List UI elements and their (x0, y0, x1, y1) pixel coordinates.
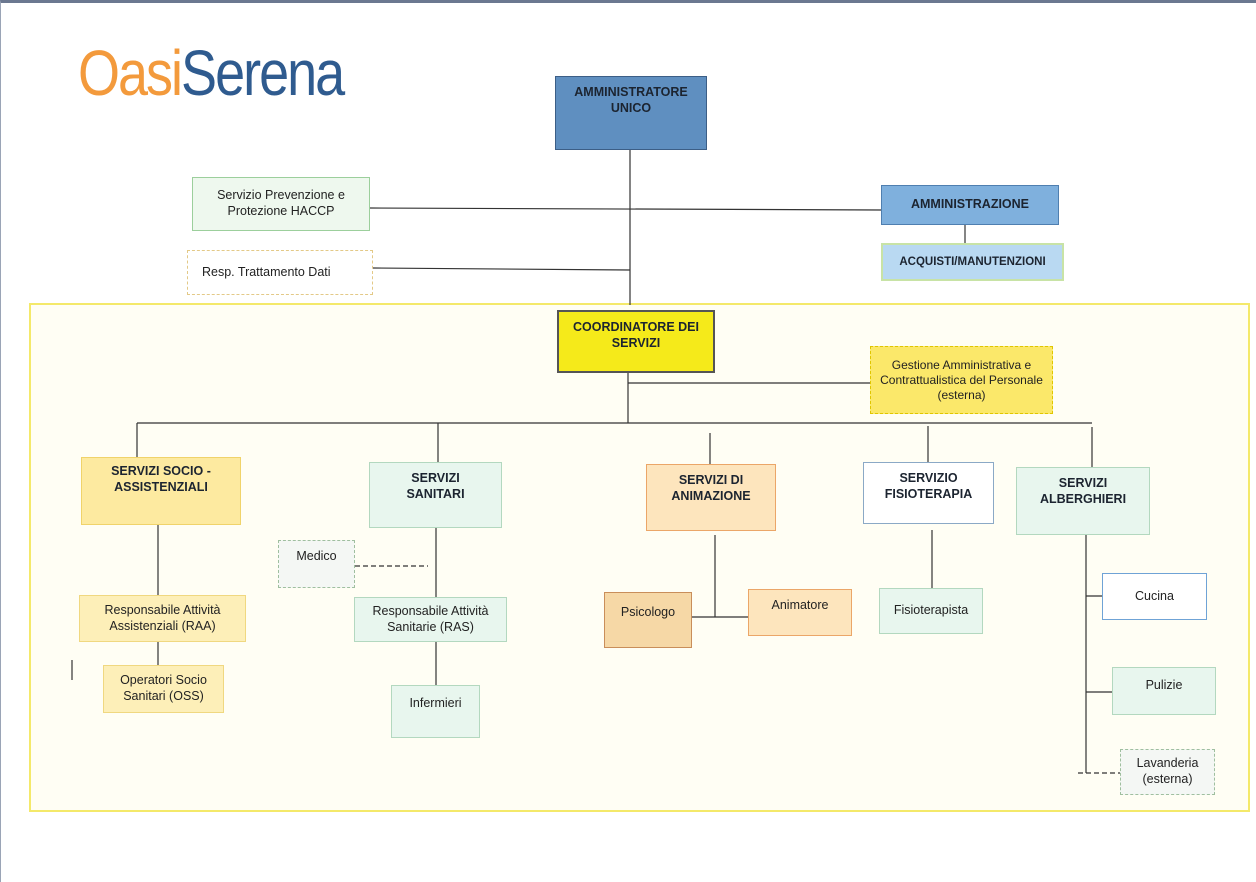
node-acquisti-manutenzioni: ACQUISTI/MANUTENZIONI (881, 243, 1064, 281)
node-amministrazione: AMMINISTRAZIONE (881, 185, 1059, 225)
node-coordinatore-servizi: COORDINATORE DEI SERVIZI (557, 310, 715, 373)
connector-trattamento (372, 267, 631, 271)
node-servizi-sanitari: SERVIZI SANITARI (369, 462, 502, 528)
node-servizio-prevenzione: Servizio Prevenzione e Protezione HACCP (192, 177, 370, 231)
logo-part-serena: Serena (181, 38, 345, 110)
logo-part-oasi: Oasi (78, 38, 183, 110)
node-animatore: Animatore (748, 589, 852, 636)
node-servizi-socio-assistenziali: SERVIZI SOCIO - ASSISTENZIALI (81, 457, 241, 525)
connector-prevenzione-amministrazione (369, 207, 883, 211)
node-amministratore-unico: AMMINISTRATORE UNICO (555, 76, 707, 150)
node-lavanderia: Lavanderia (esterna) (1120, 749, 1215, 795)
node-medico: Medico (278, 540, 355, 588)
node-raa: Responsabile Attività Assistenziali (RAA… (79, 595, 246, 642)
node-resp-trattamento-dati: Resp. Trattamento Dati (187, 250, 373, 295)
node-psicologo: Psicologo (604, 592, 692, 648)
oasi-serena-logo: OasiSerena (78, 42, 345, 106)
node-ras: Responsabile Attività Sanitarie (RAS) (354, 597, 507, 642)
node-infermieri: Infermieri (391, 685, 480, 738)
node-servizi-alberghieri: SERVIZI ALBERGHIERI (1016, 467, 1150, 535)
node-fisioterapista: Fisioterapista (879, 588, 983, 634)
node-oss: Operatori Socio Sanitari (OSS) (103, 665, 224, 713)
node-gestione-amministrativa: Gestione Amministrativa e Contrattualist… (870, 346, 1053, 414)
node-pulizie: Pulizie (1112, 667, 1216, 715)
node-servizio-fisioterapia: SERVIZIO FISIOTERAPIA (863, 462, 994, 524)
node-cucina: Cucina (1102, 573, 1207, 620)
node-servizi-animazione: SERVIZI DI ANIMAZIONE (646, 464, 776, 531)
